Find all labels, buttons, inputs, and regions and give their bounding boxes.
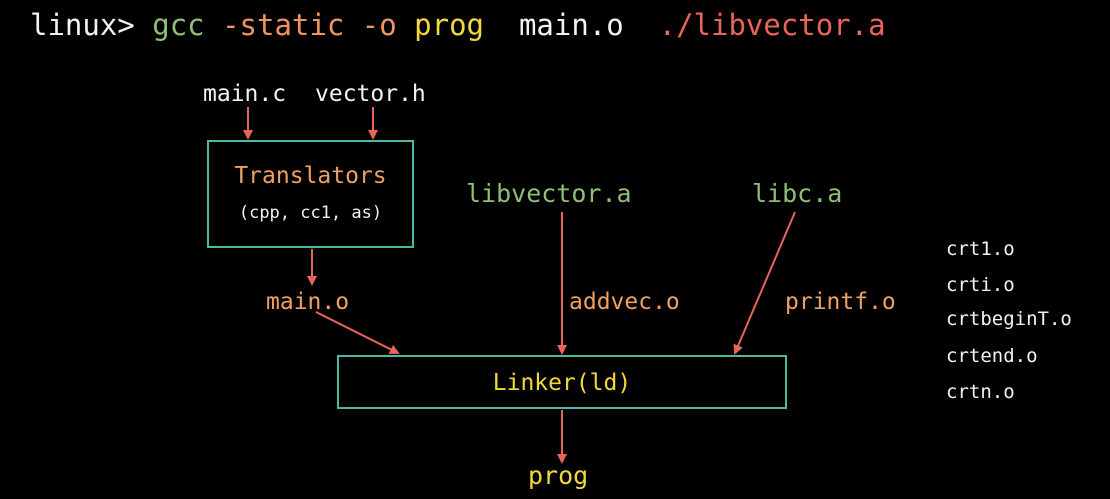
compiler-flags: -static -o bbox=[222, 8, 397, 42]
startup-file-crti: crti.o bbox=[946, 274, 1015, 296]
archive-argument: ./libvector.a bbox=[658, 8, 886, 42]
libvector-label: libvector.a bbox=[466, 179, 632, 208]
shell-prompt: linux> bbox=[30, 8, 135, 42]
object-argument: main.o bbox=[518, 8, 624, 42]
addvec-object-label: addvec.o bbox=[569, 289, 680, 315]
startup-file-crtbeginT: crtbeginT.o bbox=[946, 308, 1072, 330]
main-object-label: main.o bbox=[266, 289, 350, 315]
libc-label: libc.a bbox=[752, 179, 843, 208]
startup-file-crtn: crtn.o bbox=[946, 381, 1015, 403]
header-file-label: vector.h bbox=[315, 81, 426, 107]
arrow-maino-to-linker bbox=[315, 311, 400, 354]
arrow-libc-to-linker bbox=[733, 211, 796, 355]
translators-tools: (cpp, cc1, as) bbox=[238, 203, 383, 223]
source-file-label: main.c bbox=[203, 81, 287, 107]
linker-box: Linker(ld) bbox=[337, 355, 787, 409]
translators-box: Translators (cpp, cc1, as) bbox=[207, 140, 414, 248]
startup-file-crt1: crt1.o bbox=[946, 238, 1015, 260]
printf-object-label: printf.o bbox=[785, 289, 896, 315]
command-line: linux> gcc -static -o prog main.o ./libv… bbox=[30, 4, 886, 46]
translators-title: Translators bbox=[234, 163, 387, 189]
linker-label: Linker(ld) bbox=[492, 370, 632, 396]
output-name: prog bbox=[414, 8, 485, 42]
startup-file-crtend: crtend.o bbox=[946, 345, 1038, 367]
compiler-name: gcc bbox=[152, 8, 205, 42]
prog-label: prog bbox=[528, 461, 589, 490]
